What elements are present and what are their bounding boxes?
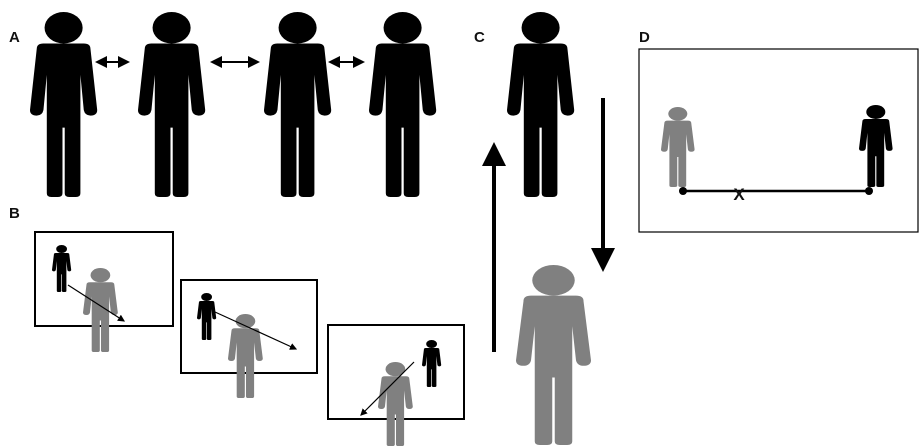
person-icon [30, 12, 98, 197]
scene-frame [638, 48, 919, 233]
person-icon [516, 265, 591, 445]
panel-b-label: B [9, 205, 20, 222]
person-icon [138, 12, 206, 197]
panel-c: C [474, 12, 615, 445]
person-icon [507, 12, 575, 197]
person-icon [264, 12, 332, 197]
distance-endpoint-dot [679, 187, 687, 195]
gaze-arrow-icon [360, 361, 415, 416]
panel-d-label: D [639, 29, 650, 46]
gaze-arrow-icon [214, 311, 298, 350]
person-icon [83, 268, 118, 352]
person-icon [859, 105, 893, 187]
distance-label: X [733, 185, 745, 204]
person-icon [378, 362, 413, 446]
panel-a: A [9, 12, 437, 197]
person-icon [197, 293, 217, 340]
person-icon [661, 107, 695, 187]
panel-d: D X [638, 29, 919, 233]
person-icon [369, 12, 437, 197]
gaze-arrow-icon [67, 284, 126, 322]
panel-c-label: C [474, 29, 485, 46]
person-icon [228, 314, 263, 398]
panel-a-label: A [9, 29, 20, 46]
panel-b: B [9, 205, 465, 446]
person-icon [422, 340, 442, 387]
distance-endpoint-dot [865, 187, 873, 195]
